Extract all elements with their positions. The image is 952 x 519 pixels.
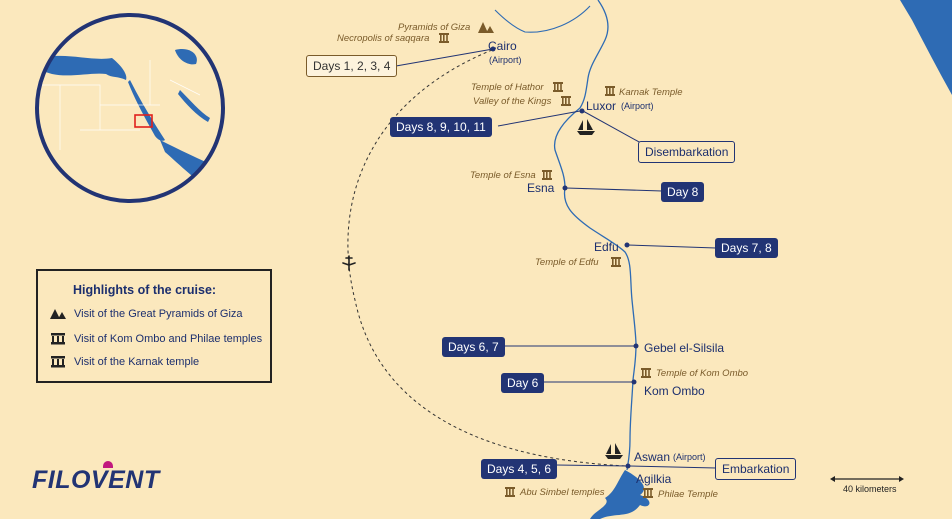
edfu-dot [624, 242, 630, 248]
leader-cairo [395, 48, 494, 67]
cairo-dot [490, 46, 496, 52]
pyramids-icon [478, 22, 494, 33]
days-luxor-box: Days 8, 9, 10, 11 [390, 117, 492, 137]
lake-nasser [590, 470, 650, 519]
aswan-airport-label: (Airport) [673, 452, 706, 462]
site-temple-of-esna: Temple of Esna [470, 170, 536, 181]
gebel-dot [633, 343, 639, 349]
days-cairo-box: Days 1, 2, 3, 4 [306, 55, 398, 77]
temple-icon [605, 86, 615, 96]
leader-esna [565, 187, 663, 192]
legend-item-pyramids: Visit of the Great Pyramids of Giza [50, 308, 243, 320]
scale-label: 40 kilometers [843, 484, 897, 494]
kom-ombo-dot [631, 379, 637, 385]
leader-luxor [497, 110, 581, 127]
city-cairo: Cairo [488, 39, 517, 53]
site-philae-temple: Philae Temple [658, 489, 718, 500]
temple-icon [542, 170, 552, 180]
days-edfu-box: Days 7, 8 [715, 238, 778, 258]
temple-icon [611, 257, 621, 267]
leader-embarkation [629, 465, 717, 469]
red-sea-globe [128, 80, 165, 141]
boat-icon [577, 119, 595, 135]
temple-icon [439, 33, 449, 43]
filovent-logo: FILOVENT [32, 466, 160, 494]
globe-inset [35, 13, 225, 203]
pyramids-icon [50, 309, 66, 319]
days-esna-box: Day 8 [661, 182, 705, 202]
logo-accent [103, 461, 113, 468]
legend-item-kom-ombo-philae: Visit of Kom Ombo and Philae temples [50, 332, 262, 345]
city-aswan: Aswan [634, 450, 671, 464]
legend-item-label: Visit of the Great Pyramids of Giza [74, 308, 243, 320]
city-kom-ombo: Kom Ombo [644, 384, 705, 398]
persian-gulf [178, 90, 210, 122]
city-luxor: Luxor [586, 99, 617, 113]
city-gebel-el-silsila: Gebel el-Silsila [644, 341, 725, 355]
flight-path [347, 49, 628, 467]
temple-icon [553, 82, 563, 92]
temple-icon [51, 333, 65, 345]
site-temple-of-kom-ombo: Temple of Kom Ombo [656, 368, 749, 379]
city-edfu: Edfu [594, 240, 619, 254]
legend: Highlights of the cruise: Visit of the G… [36, 269, 272, 383]
disembarkation-box: Disembarkation [638, 141, 736, 163]
days-kom-ombo-box: Day 6 [501, 373, 545, 393]
days-gebel-box: Days 6, 7 [442, 337, 505, 357]
city-esna: Esna [527, 181, 555, 195]
embarkation-box: Embarkation [715, 458, 797, 480]
legend-title: Highlights of the cruise: [73, 283, 217, 297]
temple-icon [505, 487, 515, 497]
temple-icon [561, 96, 571, 106]
legend-item-label: Visit of Kom Ombo and Philae temples [74, 332, 263, 345]
egypt-highlight [134, 114, 153, 128]
days-aswan-box: Days 4, 5, 6 [481, 459, 558, 479]
legend-item-karnak: Visit of the Karnak temple [50, 355, 199, 368]
site-pyramids-of-giza: Pyramids of Giza [398, 22, 471, 33]
boat-icon [605, 443, 623, 459]
site-temple-of-edfu: Temple of Edfu [535, 257, 599, 268]
site-valley-of-the-kings: Valley of the Kings [473, 96, 552, 107]
site-abu-simbel-temples: Abu Simbel temples [520, 487, 605, 498]
nile-river [553, 0, 637, 471]
leader-aswan [555, 464, 629, 467]
red-sea [900, 0, 952, 95]
site-karnak-temple: Karnak Temple [619, 87, 683, 98]
nile-delta [494, 5, 591, 33]
luxor-airport-label: (Airport) [621, 101, 654, 111]
temple-icon [643, 488, 653, 498]
city-agilkia: Agilkia [636, 472, 672, 486]
mediterranean-sea [37, 55, 127, 80]
black-sea [175, 49, 197, 65]
scale-bar [830, 476, 904, 482]
esna-dot [562, 185, 568, 191]
luxor-dot [579, 108, 585, 114]
aswan-dot [625, 463, 631, 469]
site-temple-of-hathor: Temple of Hathor [471, 82, 544, 93]
legend-item-label: Visit of the Karnak temple [74, 355, 200, 368]
airplane-icon [342, 255, 356, 271]
temple-icon [51, 356, 65, 368]
site-necropolis-of-saqqara: Necropolis of saqqara [337, 33, 430, 44]
cairo-airport-label: (Airport) [489, 55, 522, 65]
temple-icon [641, 368, 651, 378]
leader-edfu [626, 244, 717, 249]
